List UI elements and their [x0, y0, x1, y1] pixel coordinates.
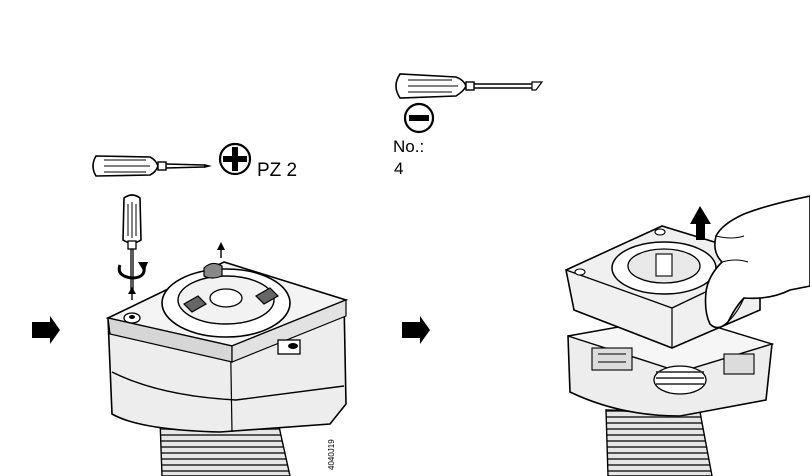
slotted-minus-icon	[403, 102, 435, 134]
right-scene	[395, 73, 810, 476]
hand-illustration	[704, 195, 810, 329]
tool-number-value: 4	[394, 159, 404, 178]
left-scene	[32, 142, 349, 476]
step-arrow-icon	[32, 316, 60, 344]
lift-arrow-icon	[128, 287, 136, 300]
phillips-cross-icon	[218, 142, 252, 176]
bit-size-label: PZ 2	[257, 160, 298, 181]
rotate-icon	[117, 262, 148, 280]
actuator-housing	[105, 261, 349, 476]
document-id: 4040J19	[327, 439, 336, 470]
tool-number-label: No.:	[393, 137, 425, 156]
lift-arrow-icon	[690, 206, 711, 240]
vertical-screwdriver-icon	[122, 194, 142, 290]
lift-arrow-icon	[217, 242, 225, 258]
step-arrow-icon	[402, 316, 430, 344]
slotted-screwdriver-icon	[395, 73, 544, 99]
phillips-screwdriver-icon	[92, 155, 212, 177]
